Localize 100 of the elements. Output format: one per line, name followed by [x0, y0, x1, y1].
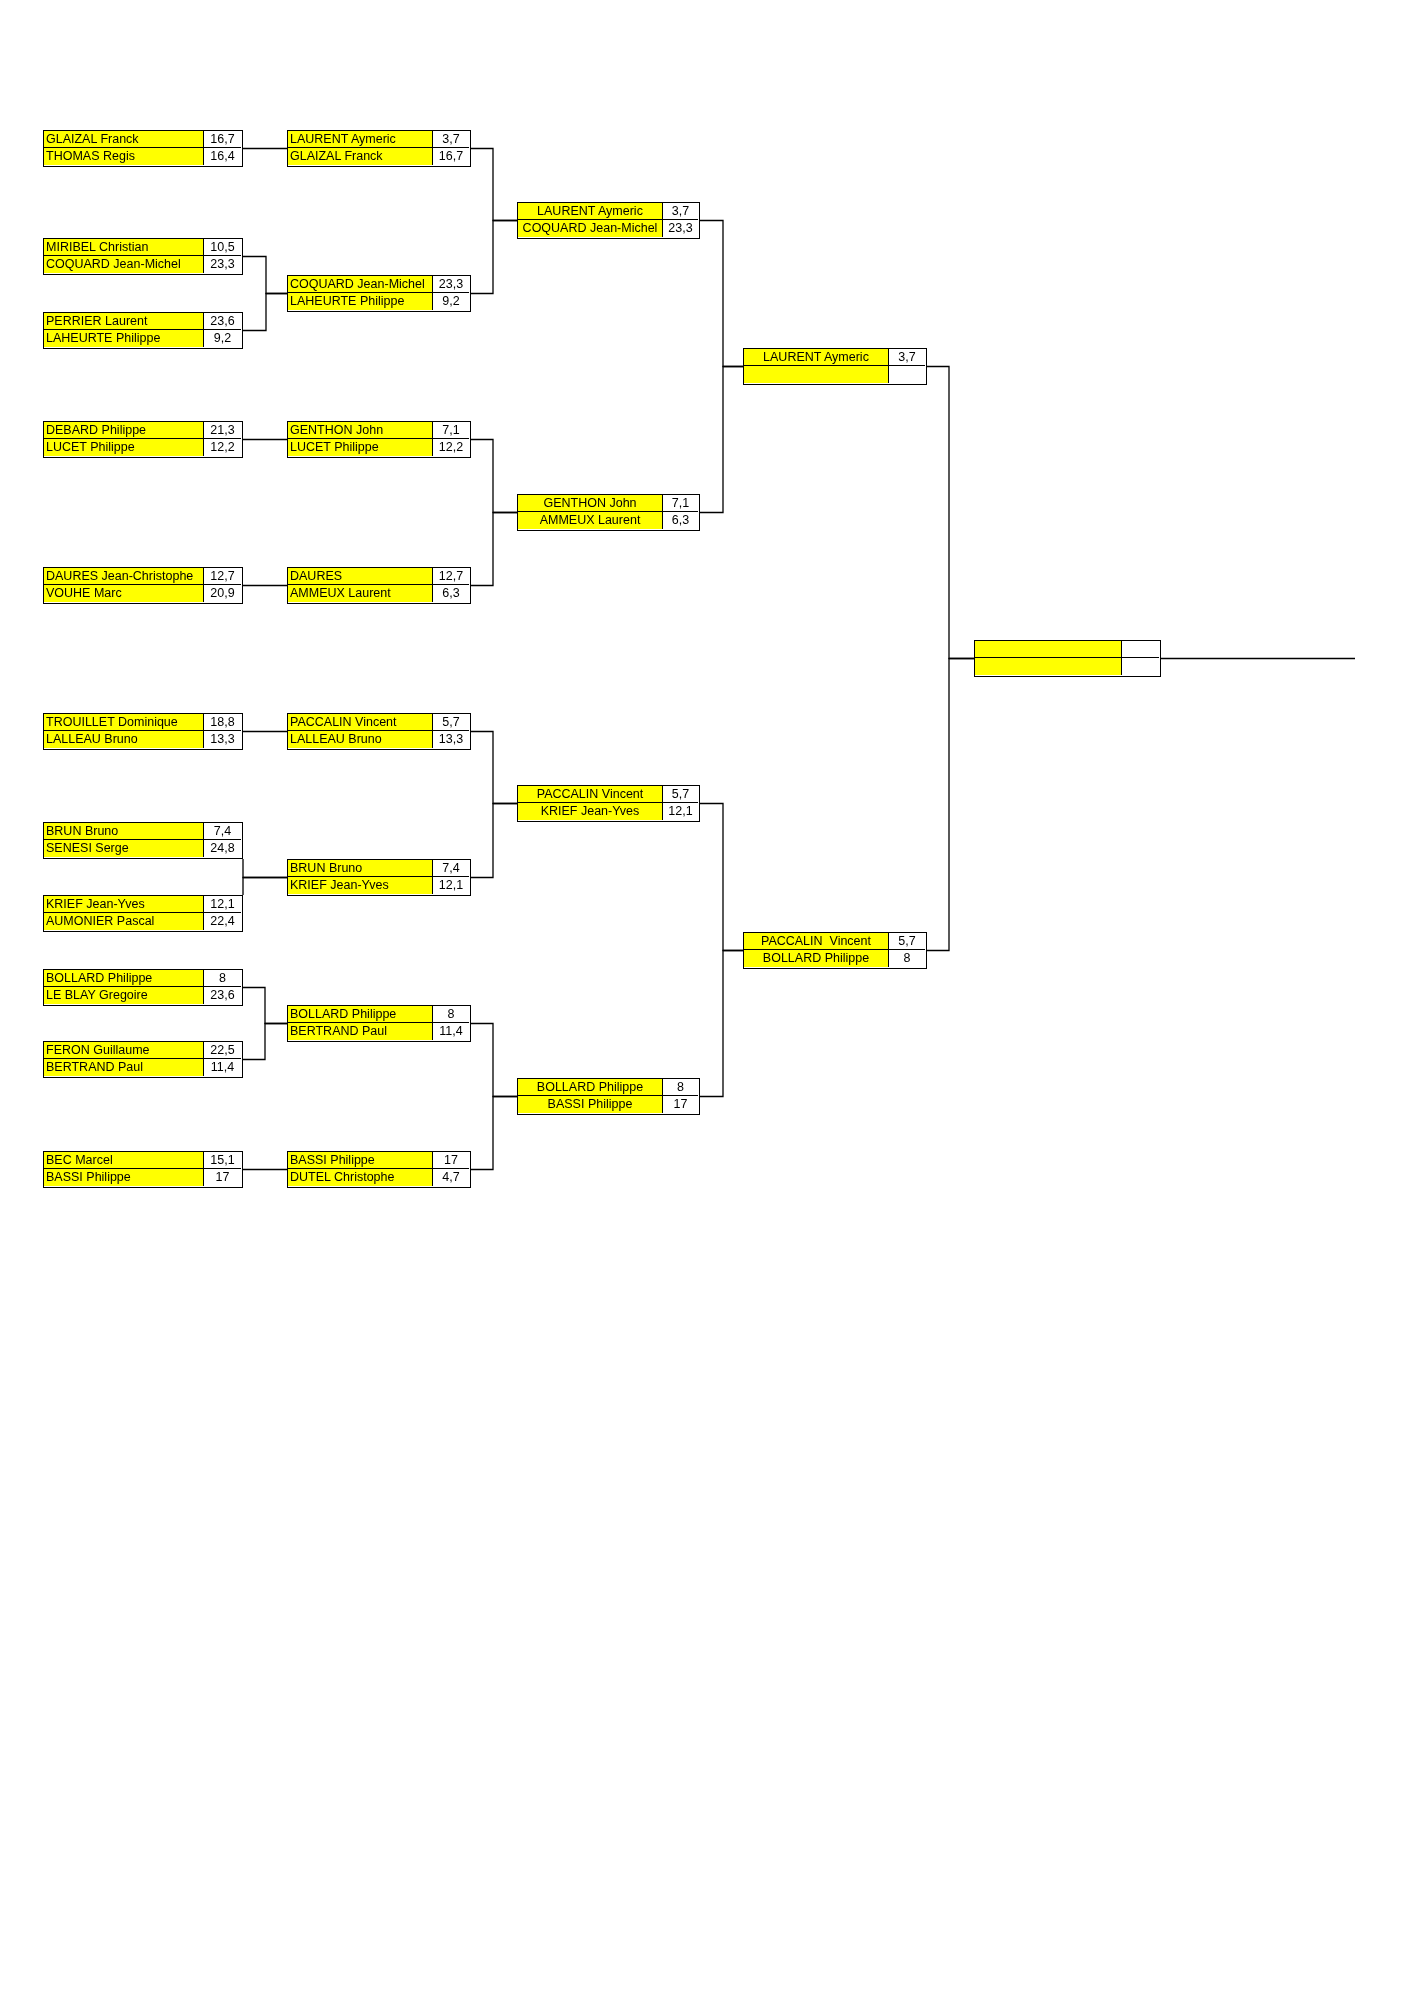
- match-box: [43, 130, 243, 167]
- score: 16,7: [204, 131, 241, 148]
- player-name: LE BLAY Gregoire: [44, 987, 204, 1004]
- player-name: THOMAS Regis: [44, 148, 204, 165]
- player-name: COQUARD Jean-Michel: [44, 256, 204, 273]
- player-name: COQUARD Jean-Michel: [288, 276, 433, 293]
- player-name: KRIEF Jean-Yves: [44, 896, 204, 913]
- player-name: GENTHON John: [518, 495, 663, 512]
- score: 3,7: [433, 131, 469, 148]
- score: 8: [433, 1006, 469, 1023]
- match-box: [287, 1005, 471, 1042]
- player-name: PERRIER Laurent: [44, 313, 204, 330]
- score: 12,7: [204, 568, 241, 585]
- score: 17: [433, 1152, 469, 1169]
- match-box: [43, 567, 243, 604]
- score: 5,7: [889, 933, 925, 950]
- player-name: LAHEURTE Philippe: [44, 330, 204, 347]
- score: 8: [663, 1079, 698, 1096]
- player-name: LAURENT Aymeric: [744, 349, 889, 366]
- match-box: [287, 859, 471, 896]
- player-name: LAURENT Aymeric: [288, 131, 433, 148]
- match-box: [43, 1041, 243, 1078]
- bracket-line: [470, 511, 518, 587]
- match-box: [43, 421, 243, 458]
- player-name: BOLLARD Philippe: [288, 1006, 433, 1023]
- player-name: AUMONIER Pascal: [44, 913, 204, 930]
- bracket-line: [470, 802, 518, 879]
- bracket-line: [926, 657, 975, 952]
- match-box: [43, 713, 243, 750]
- player-name: PACCALIN Vincent: [518, 786, 663, 803]
- score: 12,7: [433, 568, 469, 585]
- player-name: DAURES: [288, 568, 433, 585]
- player-name: LAURENT Aymeric: [518, 203, 663, 220]
- score: 7,1: [433, 422, 469, 439]
- match-box: [287, 713, 471, 750]
- match-box: [287, 421, 471, 458]
- player-name: LAHEURTE Philippe: [288, 293, 433, 310]
- bracket-line: [242, 1022, 288, 1061]
- player-name: LALLEAU Bruno: [44, 731, 204, 748]
- player-name: BERTRAND Paul: [44, 1059, 204, 1076]
- player-name: DAURES Jean-Christophe: [44, 568, 204, 585]
- player-name: AMMEUX Laurent: [518, 512, 663, 529]
- player-name: BOLLARD Philippe: [44, 970, 204, 987]
- player-name: LUCET Philippe: [288, 439, 433, 456]
- score: 7,4: [204, 823, 241, 840]
- player-name: PACCALIN Vincent: [288, 714, 433, 731]
- score: 15,1: [204, 1152, 241, 1169]
- player-name: PACCALIN Vincent: [744, 933, 889, 950]
- bracket-line: [470, 219, 518, 295]
- player-name: GLAIZAL Franck: [288, 148, 433, 165]
- player-name: BOLLARD Philippe: [744, 950, 889, 967]
- bracket-line: [699, 949, 744, 1098]
- score: 3,7: [663, 203, 698, 220]
- bracket-line: [242, 730, 288, 733]
- player-name: GENTHON John: [288, 422, 433, 439]
- player-name: LUCET Philippe: [44, 439, 204, 456]
- bracket-line: [242, 438, 288, 441]
- score: 21,3: [204, 422, 241, 439]
- player-name: COQUARD Jean-Michel: [518, 220, 663, 237]
- bracket-line: [242, 292, 288, 332]
- score: 23,3: [433, 276, 469, 293]
- bracket-line: [242, 1168, 288, 1171]
- player-name: FERON Guillaume: [44, 1042, 204, 1059]
- match-box: [43, 895, 243, 932]
- bracket-line: [242, 147, 288, 150]
- match-box: [287, 1151, 471, 1188]
- player-name: MIRIBEL Christian: [44, 239, 204, 256]
- player-name: SENESI Serge: [44, 840, 204, 857]
- bracket-line: [242, 584, 288, 587]
- score: 18,8: [204, 714, 241, 731]
- player-name: BOLLARD Philippe: [518, 1079, 663, 1096]
- score: 3,7: [889, 349, 925, 366]
- player-name: DEBARD Philippe: [44, 422, 204, 439]
- player-name: AMMEUX Laurent: [288, 585, 433, 602]
- bracket-line: [699, 365, 744, 514]
- score: 12,1: [204, 896, 241, 913]
- bracket-line: [1160, 657, 1356, 660]
- match-box: [43, 238, 243, 275]
- player-name: BASSI Philippe: [44, 1169, 204, 1186]
- match-box: [743, 932, 927, 969]
- score: 7,1: [663, 495, 698, 512]
- match-box: [517, 785, 700, 822]
- player-name: BASSI Philippe: [518, 1096, 663, 1113]
- match-box: [517, 202, 700, 239]
- match-box: [43, 822, 243, 859]
- match-box: [517, 494, 700, 531]
- score: 5,7: [433, 714, 469, 731]
- score: 23,6: [204, 313, 241, 330]
- player-name: GLAIZAL Franck: [44, 131, 204, 148]
- player-name: BRUN Bruno: [44, 823, 204, 840]
- score: 8: [204, 970, 241, 987]
- match-box: [287, 130, 471, 167]
- bracket-line: [470, 1095, 518, 1171]
- player-name: BRUN Bruno: [288, 860, 433, 877]
- player-name: BEC Marcel: [44, 1152, 204, 1169]
- match-box: [287, 275, 471, 312]
- bracket-line: [242, 876, 288, 896]
- match-box: [43, 1151, 243, 1188]
- match-box: [743, 348, 927, 385]
- player-name: LALLEAU Bruno: [288, 731, 433, 748]
